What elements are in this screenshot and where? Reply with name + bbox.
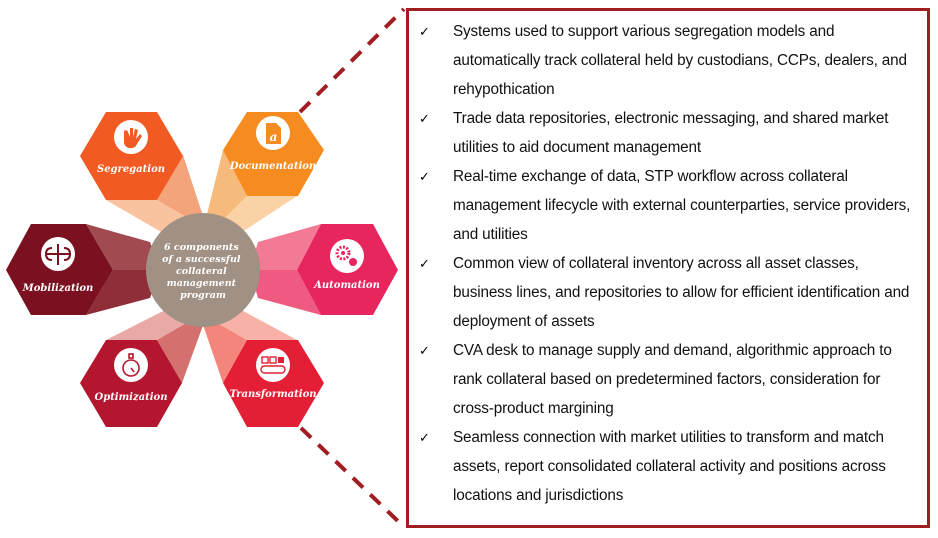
- center-text-line: 6 components: [164, 242, 239, 253]
- list-item-text: Trade data repositories, electronic mess…: [453, 110, 889, 156]
- label-segregation: Segregation: [97, 164, 165, 175]
- list-item-text: Systems used to support various segregat…: [453, 23, 907, 98]
- list-item: ✓ Systems used to support various segrega…: [409, 17, 927, 104]
- checkmark-icon: ✓: [419, 430, 430, 445]
- hex-automation: Automation: [297, 224, 398, 315]
- callout-box: ✓ Systems used to support various segrega…: [406, 8, 930, 528]
- hex-segregation: Segregation: [80, 112, 183, 200]
- label-transformation: Transformation: [229, 389, 316, 400]
- mobilization-icon: [44, 244, 72, 265]
- hex-transformation: Transformation: [223, 340, 324, 427]
- prism-mobilization: [86, 224, 160, 315]
- checkmark-icon: ✓: [419, 24, 430, 39]
- callout-connector-bottom: [299, 426, 404, 527]
- callout-connector-top: [298, 7, 406, 114]
- svg-text:a: a: [270, 130, 278, 144]
- prism-automation: [250, 224, 321, 315]
- center-text-line: management: [167, 278, 237, 289]
- label-optimization: Optimization: [94, 392, 167, 403]
- hex-documentation: a Documentation: [223, 112, 324, 196]
- hex-optimization: Optimization: [80, 340, 182, 427]
- label-documentation: Documentation: [229, 161, 316, 172]
- hand-icon: [124, 128, 142, 149]
- gears-icon: [335, 245, 357, 266]
- list-item: ✓ Trade data repositories, electronic mes…: [409, 104, 927, 162]
- conveyor-icon: [260, 356, 286, 374]
- checkmark-icon: ✓: [419, 343, 430, 358]
- center-text-line: of a successful: [162, 254, 241, 265]
- document-icon: a: [266, 123, 281, 144]
- checkmark-icon: ✓: [419, 256, 430, 271]
- list-item-text: Seamless connection with market utilitie…: [453, 429, 886, 504]
- center-text-line: collateral: [176, 266, 227, 277]
- center-text-line: program: [180, 290, 226, 301]
- svg-text:6 components of a successf: 6 components of a successful collateral …: [162, 242, 244, 301]
- list-item-text: Common view of collateral inventory acro…: [453, 255, 910, 330]
- list-item-text: Real-time exchange of data, STP workflow…: [453, 168, 911, 243]
- hex-mobilization: Mobilization: [6, 224, 113, 315]
- list-item: ✓ CVA desk to manage supply and demand, a…: [409, 336, 927, 423]
- list-item: ✓ Real-time exchange of data, STP workflo…: [409, 162, 927, 249]
- checkmark-icon: ✓: [419, 169, 430, 184]
- label-automation: Automation: [313, 280, 380, 291]
- checkmark-icon: ✓: [419, 111, 430, 126]
- list-item-text: CVA desk to manage supply and demand, al…: [453, 342, 892, 417]
- list-item: ✓ Seamless connection with market utiliti…: [409, 423, 927, 510]
- list-item: ✓ Common view of collateral inventory acr…: [409, 249, 927, 336]
- stopwatch-icon: [122, 353, 140, 377]
- capabilities-list: ✓ Systems used to support various segrega…: [409, 11, 927, 510]
- center-circle: [146, 213, 260, 327]
- label-mobilization: Mobilization: [22, 283, 94, 294]
